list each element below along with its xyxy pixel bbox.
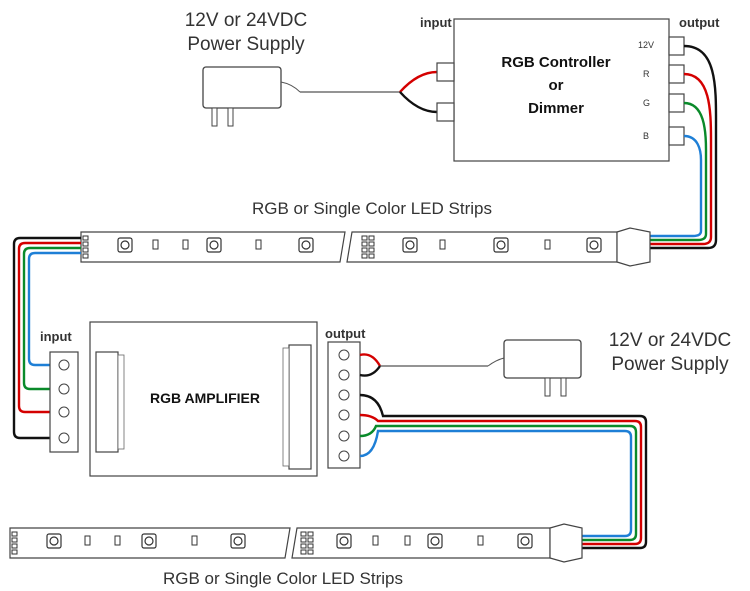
amplifier-input-label: input <box>40 329 72 344</box>
amplifier-output-wires <box>359 393 648 550</box>
right-supply-line2: Power Supply <box>611 354 729 375</box>
wire-red <box>399 70 438 93</box>
controller-input-label: input <box>420 15 452 30</box>
bottom-strip-label: RGB or Single Color LED Strips <box>163 569 403 588</box>
controller-title-1: RGB Controller <box>501 54 610 71</box>
top-supply-line1: 12V or 24VDC <box>185 10 308 31</box>
strip-to-amplifier-wires <box>12 236 81 440</box>
controller-pin-g: G <box>643 98 650 108</box>
controller-pin-b: B <box>643 131 649 141</box>
right-power-adapter <box>487 339 582 397</box>
top-led-strip <box>80 227 651 267</box>
controller-pin-r: R <box>643 69 650 79</box>
top-supply-line2: Power Supply <box>187 34 305 55</box>
controller-box <box>436 18 685 162</box>
amplifier-output-label: output <box>325 326 366 341</box>
bottom-led-strip <box>9 523 583 563</box>
amp-power-red <box>359 353 382 367</box>
right-supply-line1: 12V or 24VDC <box>609 330 732 351</box>
controller-title-3: Dimmer <box>528 100 584 117</box>
controller-output-label: output <box>679 15 720 30</box>
controller-pin-12v: 12V <box>638 40 654 50</box>
top-power-adapter <box>202 66 400 127</box>
amp-power-black <box>359 365 381 377</box>
amplifier-box <box>49 321 361 477</box>
wire-black <box>399 91 438 114</box>
top-strip-label: RGB or Single Color LED Strips <box>252 199 492 218</box>
controller-output-wires <box>650 44 718 250</box>
amplifier-title: RGB AMPLIFIER <box>150 390 260 406</box>
controller-title-2: or <box>549 77 564 94</box>
